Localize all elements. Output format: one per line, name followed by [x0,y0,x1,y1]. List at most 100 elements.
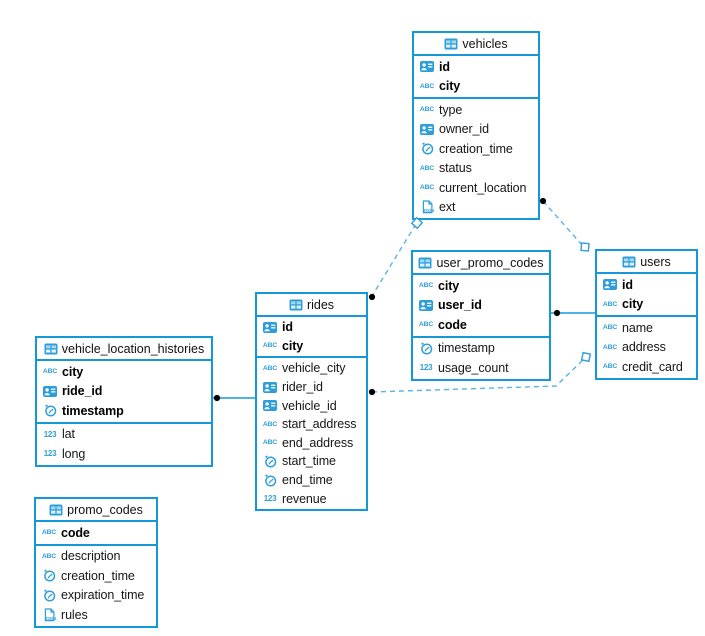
column-name: creation_time [61,568,135,583]
table-name: promo_codes [67,502,143,517]
text-type-icon: ABC [262,439,278,447]
column-name: city [282,338,304,353]
number-type-icon: 123 [263,494,277,504]
column-user_id: user_id [413,296,549,316]
column-name: owner_id [439,122,489,137]
column-name: revenue [282,491,327,506]
column-expiration_time: expiration_time [36,586,156,606]
column-id: id [414,57,538,77]
table-icon [418,257,432,269]
timestamp-type-icon [419,142,435,155]
column-long: 123 long [37,444,211,464]
column-name: current_location [439,180,527,195]
id-type-icon [419,61,435,73]
relation-rides-vehicles[interactable] [368,216,424,301]
timestamp-type-icon [262,455,278,468]
column-name: timestamp [438,341,495,356]
column-name: city [622,297,644,312]
text-type-icon: ABC [262,364,278,372]
relation-diamond-marker [580,242,590,252]
table-header-vehicles[interactable]: vehicles [414,33,538,56]
column-name: expiration_time [61,588,145,603]
table-header-vehicle_location_histories[interactable]: vehicle_location_histories [37,338,211,361]
table-header-user_promo_codes[interactable]: user_promo_codes [413,252,549,275]
column-name: start_time [282,454,336,469]
column-name: code [61,525,90,540]
table-icon [44,343,58,355]
id-type-icon [418,299,434,311]
column-name: vehicle_id [282,398,337,413]
column-name: end_time [282,473,333,488]
relation-dot-marker [368,388,376,396]
text-type-icon: ABC [419,82,435,90]
column-id: id [257,318,366,337]
number-type-icon: 123 [43,449,57,459]
column-name: credit_card [622,359,683,374]
text-type-icon: ABC [419,184,435,192]
json-type-icon: JSON [41,608,57,622]
relation-vehicle_location_histories-rides[interactable] [213,394,255,402]
column-name: name [622,320,653,335]
column-city: ABC city [597,295,696,315]
timestamp-type-icon [42,404,58,417]
column-timestamp: timestamp [37,401,211,421]
column-current_location: ABC current_location [414,178,538,198]
column-creation_time: creation_time [414,139,538,159]
column-name: usage_count [438,360,509,375]
relation-diamond-marker [580,351,592,363]
text-type-icon: ABC [602,363,618,371]
column-type: ABC type [414,100,538,120]
table-icon [289,299,303,311]
svg-text:JSON: JSON [44,616,55,621]
column-creation_time: creation_time [36,566,156,586]
text-type-icon: ABC [419,164,435,172]
timestamp-type-icon [41,569,57,582]
column-name: city [62,364,84,379]
column-name: ride_id [62,384,103,399]
column-name: type [439,102,463,117]
table-header-rides[interactable]: rides [257,294,366,317]
svg-text:JSON: JSON [422,208,433,213]
column-rider_id: rider_id [257,378,366,397]
column-name: long [62,446,86,461]
relation-diamond-marker [410,216,424,230]
column-name: creation_time [439,141,513,156]
table-icon [622,256,636,268]
relation-user_promo_codes-users[interactable] [551,309,595,317]
timestamp-type-icon [262,473,278,487]
relation-rides-users[interactable] [368,351,592,396]
text-type-icon: ABC [419,106,435,114]
json-type-icon: JSON [419,200,435,214]
relation-dot-marker [553,309,561,317]
table-header-users[interactable]: users [597,251,696,274]
column-revenue: 123 revenue [257,489,366,508]
timestamp-type-icon [418,342,434,355]
relation-vehicles-users[interactable] [539,197,590,252]
table-header-promo_codes[interactable]: promo_codes [36,499,156,522]
text-type-icon: ABC [602,300,618,308]
column-name: start_address [282,417,357,432]
